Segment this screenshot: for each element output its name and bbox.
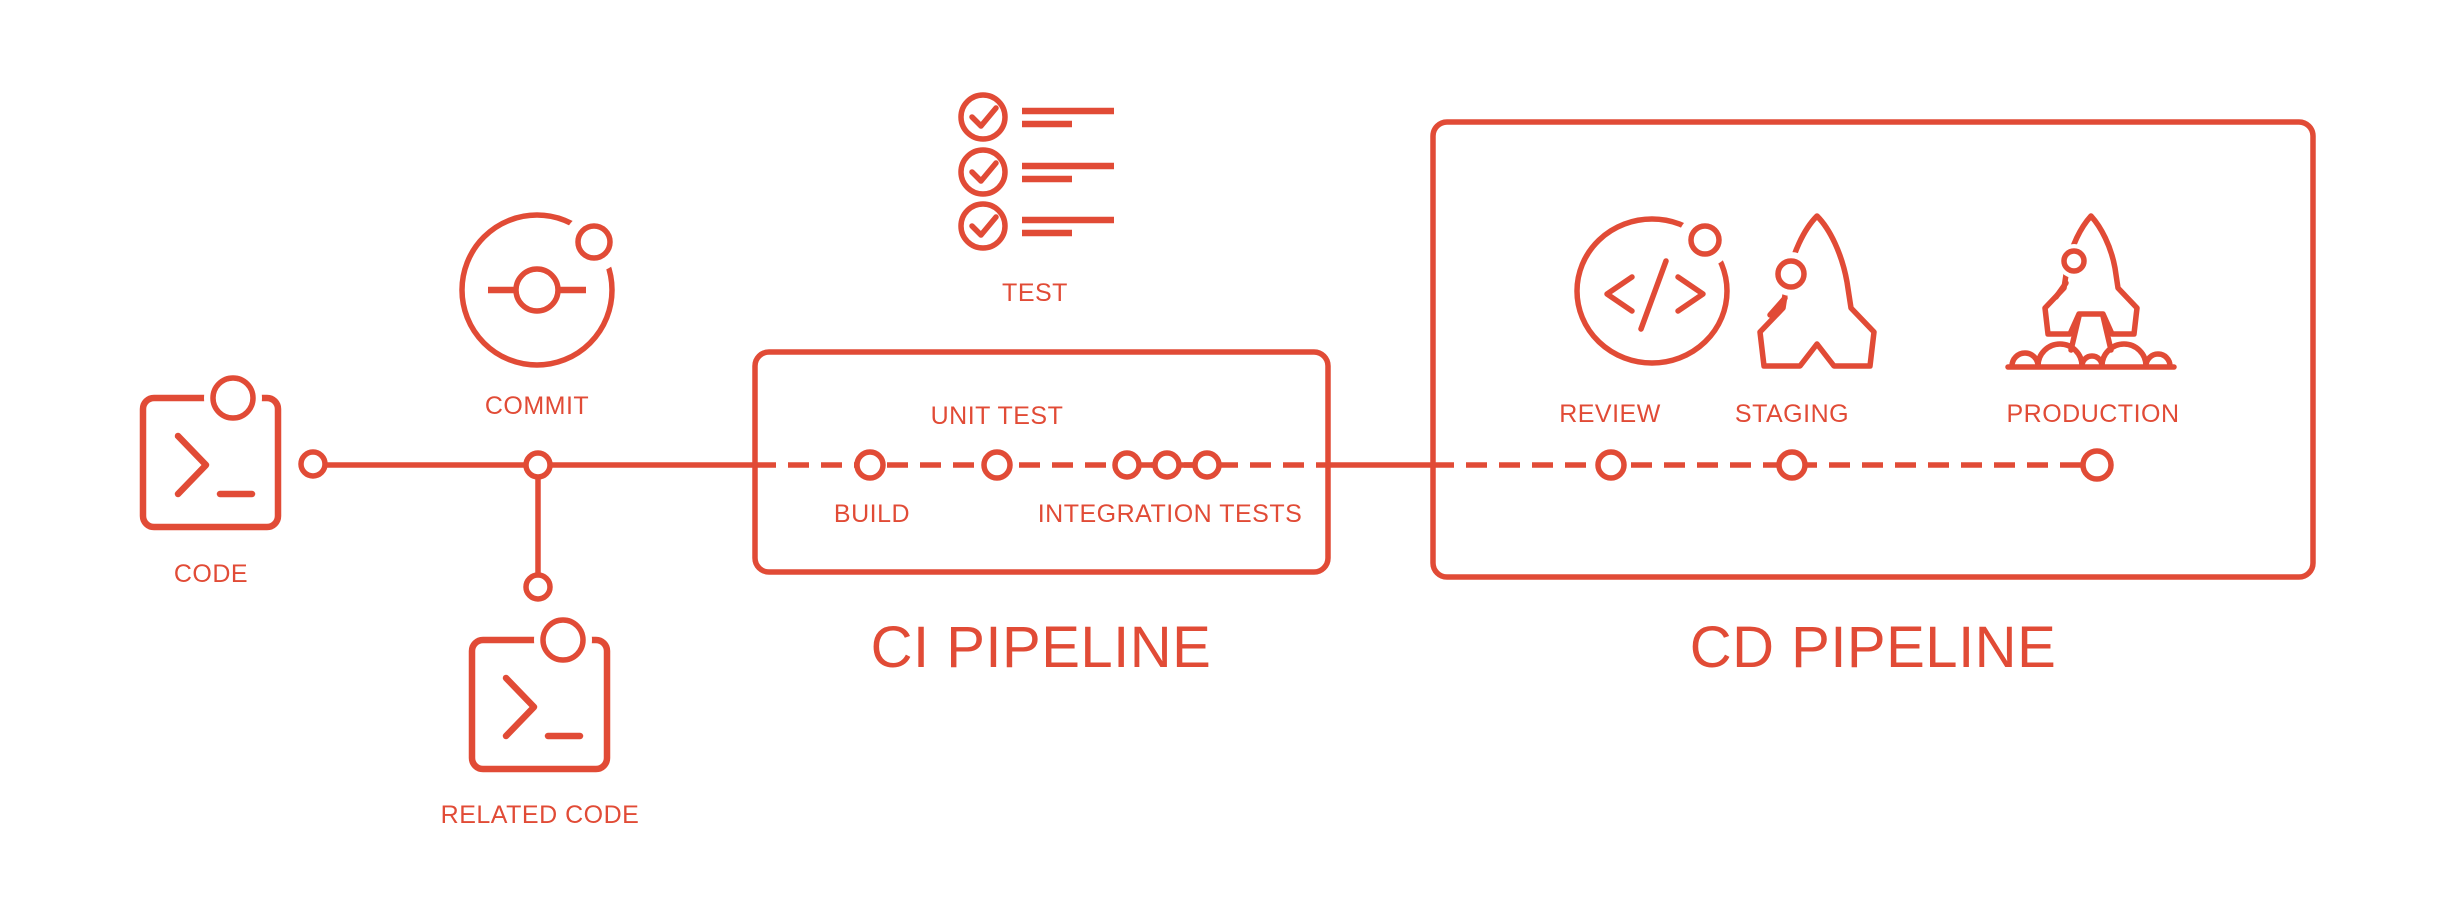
check-mark [969, 214, 999, 238]
label-integration-tests: INTEGRATION TESTS [1038, 500, 1303, 528]
node-production-end [2080, 448, 2114, 482]
prompt-chevron [174, 432, 210, 498]
rocket-body [2042, 213, 2140, 337]
node-integration-2 [1152, 450, 1182, 480]
node-start [298, 449, 328, 479]
label-production: PRODUCTION [2006, 400, 2179, 428]
node-unit-test [981, 449, 1013, 481]
badge-circle [210, 375, 256, 421]
label-test: TEST [1002, 279, 1068, 307]
ci-pipeline-title: CI PIPELINE [871, 615, 1212, 680]
porthole [1775, 258, 1807, 290]
body-accent-line [1767, 295, 1788, 318]
label-review: REVIEW [1559, 400, 1661, 428]
node-staging [1776, 449, 1808, 481]
body-accent-line [2053, 280, 2069, 300]
node-integration-1 [1112, 450, 1142, 480]
label-staging: STAGING [1735, 400, 1849, 428]
code-terminal-icon [139, 369, 282, 531]
slash [1638, 258, 1669, 332]
prompt-chevron [502, 674, 538, 740]
ci-pipeline-box [752, 349, 1331, 575]
node-build [854, 449, 886, 481]
label-related-code: RELATED CODE [441, 801, 640, 829]
badge-circle [540, 617, 586, 663]
angle-bracket-left [1604, 274, 1635, 314]
node-commit [523, 450, 553, 480]
exhaust-line-right [2100, 313, 2114, 353]
orbit-satellite-circle [1688, 223, 1722, 257]
exhaust-line-left [2068, 313, 2082, 353]
commit-dot [513, 266, 561, 314]
porthole [2061, 248, 2087, 274]
commit-icon [459, 212, 624, 368]
node-integration-3 [1192, 450, 1222, 480]
cd-pipeline-box [1430, 119, 2316, 580]
staging-rocket-icon [1757, 213, 1877, 369]
test-checklist-icon [958, 92, 1114, 251]
cd-pipeline-title: CD PIPELINE [1690, 615, 2057, 680]
label-unit-test: UNIT TEST [931, 402, 1064, 430]
label-code: CODE [174, 560, 248, 588]
check-mark [969, 105, 999, 129]
node-related-code [523, 572, 553, 602]
check-mark [969, 160, 999, 184]
production-rocket-launch-icon [2005, 213, 2177, 370]
pipeline-nodes [298, 448, 2114, 602]
related-code-terminal-icon [468, 611, 611, 773]
node-review [1595, 449, 1627, 481]
orbit-satellite-circle [575, 223, 613, 261]
smoke-clouds [2009, 341, 2173, 369]
label-commit: COMMIT [485, 392, 589, 420]
rocket-body [1757, 213, 1877, 369]
angle-bracket-right [1675, 274, 1706, 314]
label-build: BUILD [834, 500, 910, 528]
review-code-icon [1574, 213, 1732, 366]
